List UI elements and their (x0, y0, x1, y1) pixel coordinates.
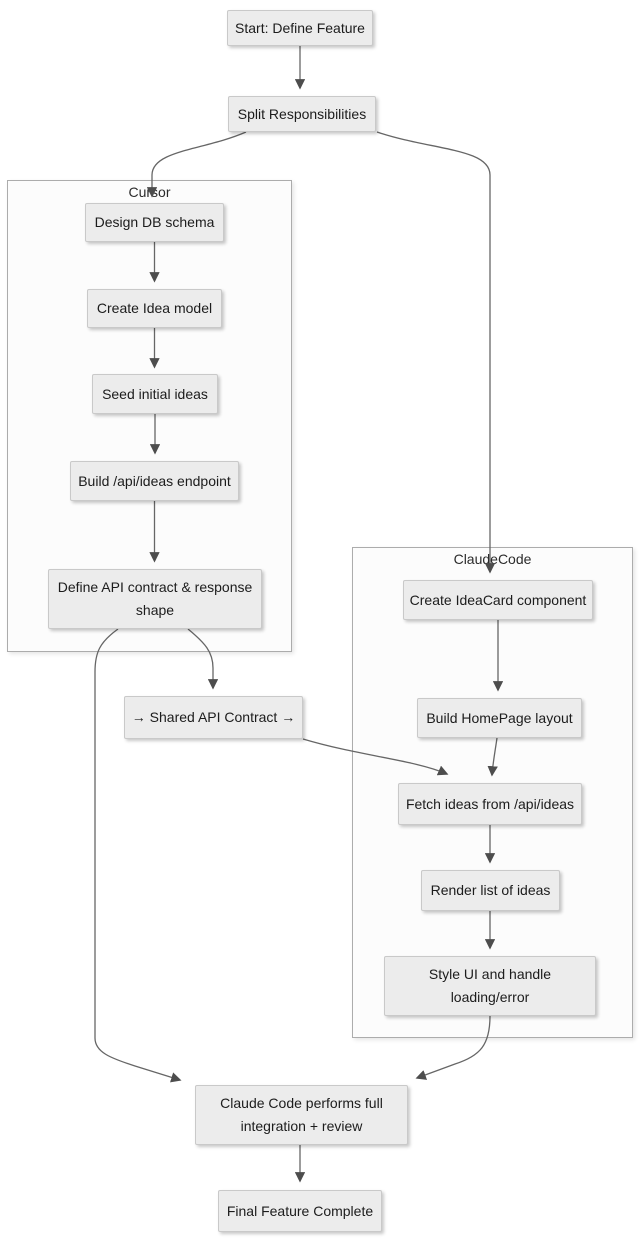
node-design-db-label: Design DB schema (94, 214, 215, 230)
node-final-label: Final Feature Complete (226, 1202, 374, 1219)
node-seed-ideas-label: Seed initial ideas (102, 385, 208, 402)
node-render-list-of-ideas: Render list of ideas (421, 870, 560, 911)
edge-homepage-to-fetch (487, 737, 498, 777)
edge-split-to-cursor (146, 131, 247, 198)
node-create-ideacard-label: Create IdeaCard component (409, 591, 587, 608)
node-fetch-ideas: Fetch ideas from /api/ideas (398, 783, 582, 825)
node-create-idea-label: Create Idea model (96, 300, 213, 316)
node-style-ui-label: Style UI and handle loading/error (428, 966, 552, 1005)
node-fetch-ideas-label: Fetch ideas from /api/ideas (405, 795, 575, 812)
edge-define-to-integration (94, 628, 182, 1083)
node-final-feature-complete: Final Feature Complete (218, 1190, 382, 1232)
node-seed-initial-ideas: Seed initial ideas (92, 374, 218, 414)
node-build-homepage-label: Build HomePage layout (426, 709, 573, 726)
edge-shared-to-fetch (302, 738, 449, 776)
node-start: Start: Define Feature (227, 10, 373, 46)
edge-split-to-claudecode (376, 131, 496, 574)
node-split-responsibilities: Split Responsibilities (228, 96, 376, 132)
node-shared-api-contract: → Shared API Contract → (124, 696, 303, 739)
node-integration-label: Claude Code performs full integration + … (220, 1095, 383, 1134)
node-style-ui-handle-loading: Style UI and handle loading/error (384, 956, 596, 1016)
node-split-label: Split Responsibilities (237, 105, 367, 122)
node-create-ideacard-component: Create IdeaCard component (403, 580, 593, 620)
edge-styleui-to-integration (415, 1015, 491, 1080)
edge-define-to-shared (187, 628, 219, 690)
node-create-idea-model: Create Idea model (87, 289, 222, 328)
node-design-db-schema: Design DB schema (85, 203, 224, 242)
node-build-endpoint-label: Build /api/ideas endpoint (78, 472, 231, 489)
node-integration-review: Claude Code performs full integration + … (195, 1085, 408, 1145)
node-render-list-label: Render list of ideas (430, 882, 551, 898)
node-start-label: Start: Define Feature (235, 19, 365, 36)
node-define-contract-label: Define API contract & response shape (57, 579, 253, 618)
node-define-api-contract: Define API contract & response shape (48, 569, 262, 629)
node-build-homepage-layout: Build HomePage layout (417, 698, 582, 738)
node-build-api-endpoint: Build /api/ideas endpoint (70, 461, 239, 501)
node-shared-contract-label: → Shared API Contract → (131, 709, 296, 725)
